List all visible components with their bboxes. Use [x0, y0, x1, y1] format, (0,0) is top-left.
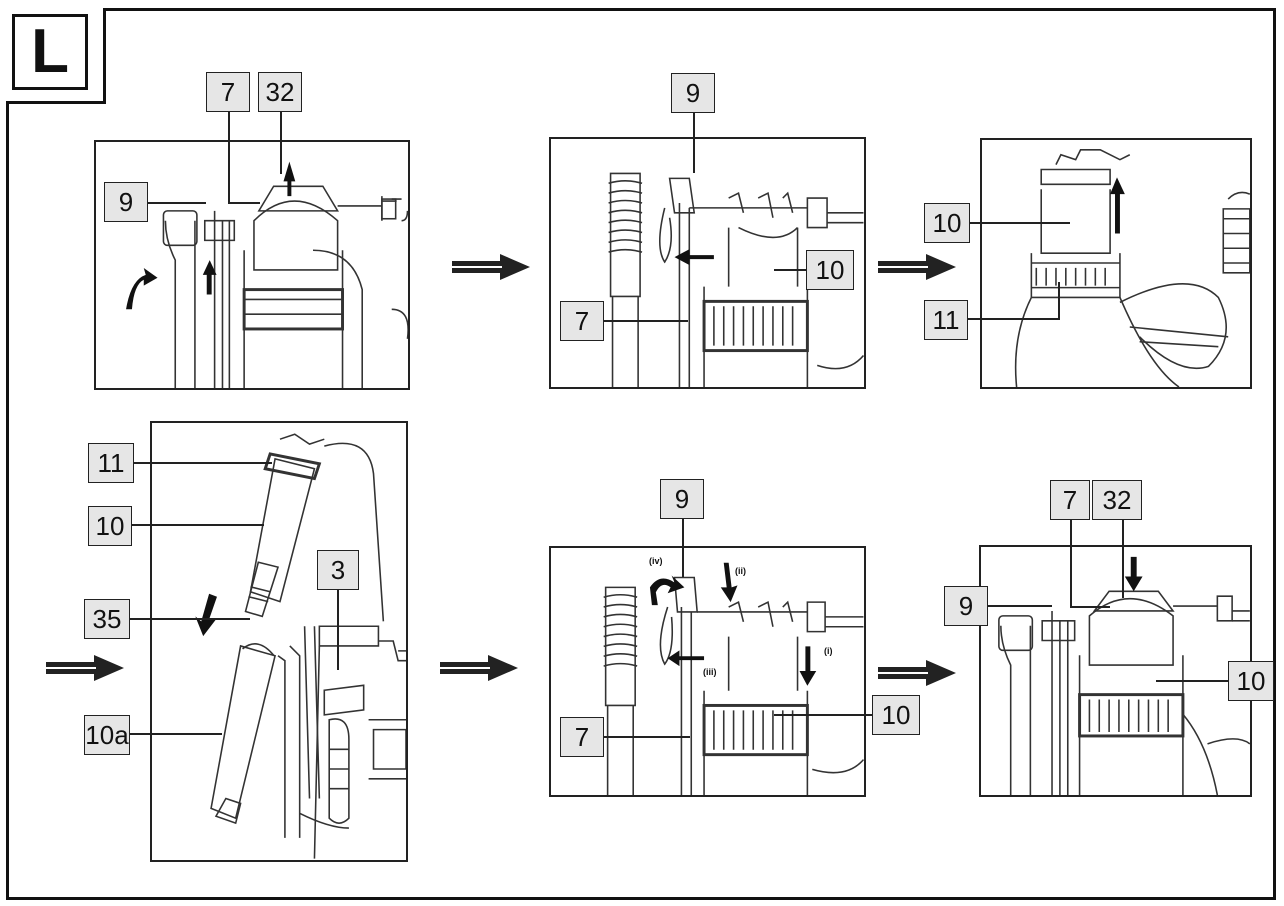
panel-1: [94, 140, 410, 390]
label-p2-10: 10: [806, 250, 854, 290]
label-p6-7: 7: [1050, 480, 1090, 520]
leader-p4-3: [337, 590, 339, 670]
label-p6-32: 32: [1092, 480, 1142, 520]
leader-p2-9: [693, 113, 695, 173]
leader-p2-10: [774, 269, 806, 271]
panel-5-drawing: [603, 562, 864, 795]
step-arrow-3: [46, 655, 124, 681]
label-p5-7: 7: [560, 717, 604, 757]
panel-3-drawing: [1014, 149, 1250, 387]
panel-4: [150, 421, 408, 862]
leader-p4-10: [132, 524, 264, 526]
leader-p1-7b: [228, 202, 260, 204]
leader-p4-35: [130, 618, 250, 620]
leader-p5-7: [604, 736, 690, 738]
panel-1-drawing: [126, 161, 408, 388]
label-p4-3: 3: [317, 550, 359, 590]
leader-p1-9: [148, 202, 206, 204]
label-p1-9: 9: [104, 182, 148, 222]
label-p3-11: 11: [924, 300, 968, 340]
label-p4-10a: 10a: [84, 715, 130, 755]
label-p5-9: 9: [660, 479, 704, 519]
leader-p1-7: [228, 112, 230, 204]
label-p1-32: 32: [258, 72, 302, 112]
leader-p3-11: [968, 318, 1060, 320]
label-p2-7: 7: [560, 301, 604, 341]
label-p6-9: 9: [944, 586, 988, 626]
leader-p1-32: [280, 112, 282, 174]
panel-4-drawing: [195, 433, 406, 859]
leader-p6-7b: [1070, 606, 1110, 608]
figure-letter-box: L: [6, 8, 106, 104]
step-arrow-5: [878, 660, 956, 686]
leader-p3-10: [970, 222, 1070, 224]
leader-p4-11: [134, 462, 272, 464]
label-p6-10: 10: [1228, 661, 1274, 701]
leader-p4-10a: [130, 733, 222, 735]
leader-p6-10: [1156, 680, 1228, 682]
step-ii: (ii): [735, 566, 746, 576]
step-arrow-1: [452, 254, 530, 280]
leader-p5-9: [682, 519, 684, 577]
step-iii: (iii): [703, 667, 717, 677]
step-arrow-4: [440, 655, 518, 681]
label-p4-11: 11: [88, 443, 134, 483]
step-iv: (iv): [649, 556, 663, 566]
panel-6: [979, 545, 1252, 797]
label-p1-7: 7: [206, 72, 250, 112]
leader-p5-10: [774, 714, 872, 716]
panel-2-drawing: [608, 172, 864, 387]
leader-p6-9: [988, 605, 1052, 607]
panel-3: [980, 138, 1252, 389]
leader-p3-11b: [1058, 282, 1060, 320]
label-p4-10: 10: [88, 506, 132, 546]
leader-p6-32: [1122, 520, 1124, 598]
step-i: (i): [824, 646, 833, 656]
step-arrow-2: [878, 254, 956, 280]
panel-6-drawing: [998, 556, 1250, 795]
label-p4-35: 35: [84, 599, 130, 639]
label-p2-9: 9: [671, 73, 715, 113]
label-p3-10: 10: [924, 203, 970, 243]
leader-p2-7: [604, 320, 688, 322]
leader-p6-7: [1070, 520, 1072, 608]
figure-letter: L: [12, 14, 88, 90]
label-p5-10: 10: [872, 695, 920, 735]
figure-frame: [6, 8, 1276, 900]
